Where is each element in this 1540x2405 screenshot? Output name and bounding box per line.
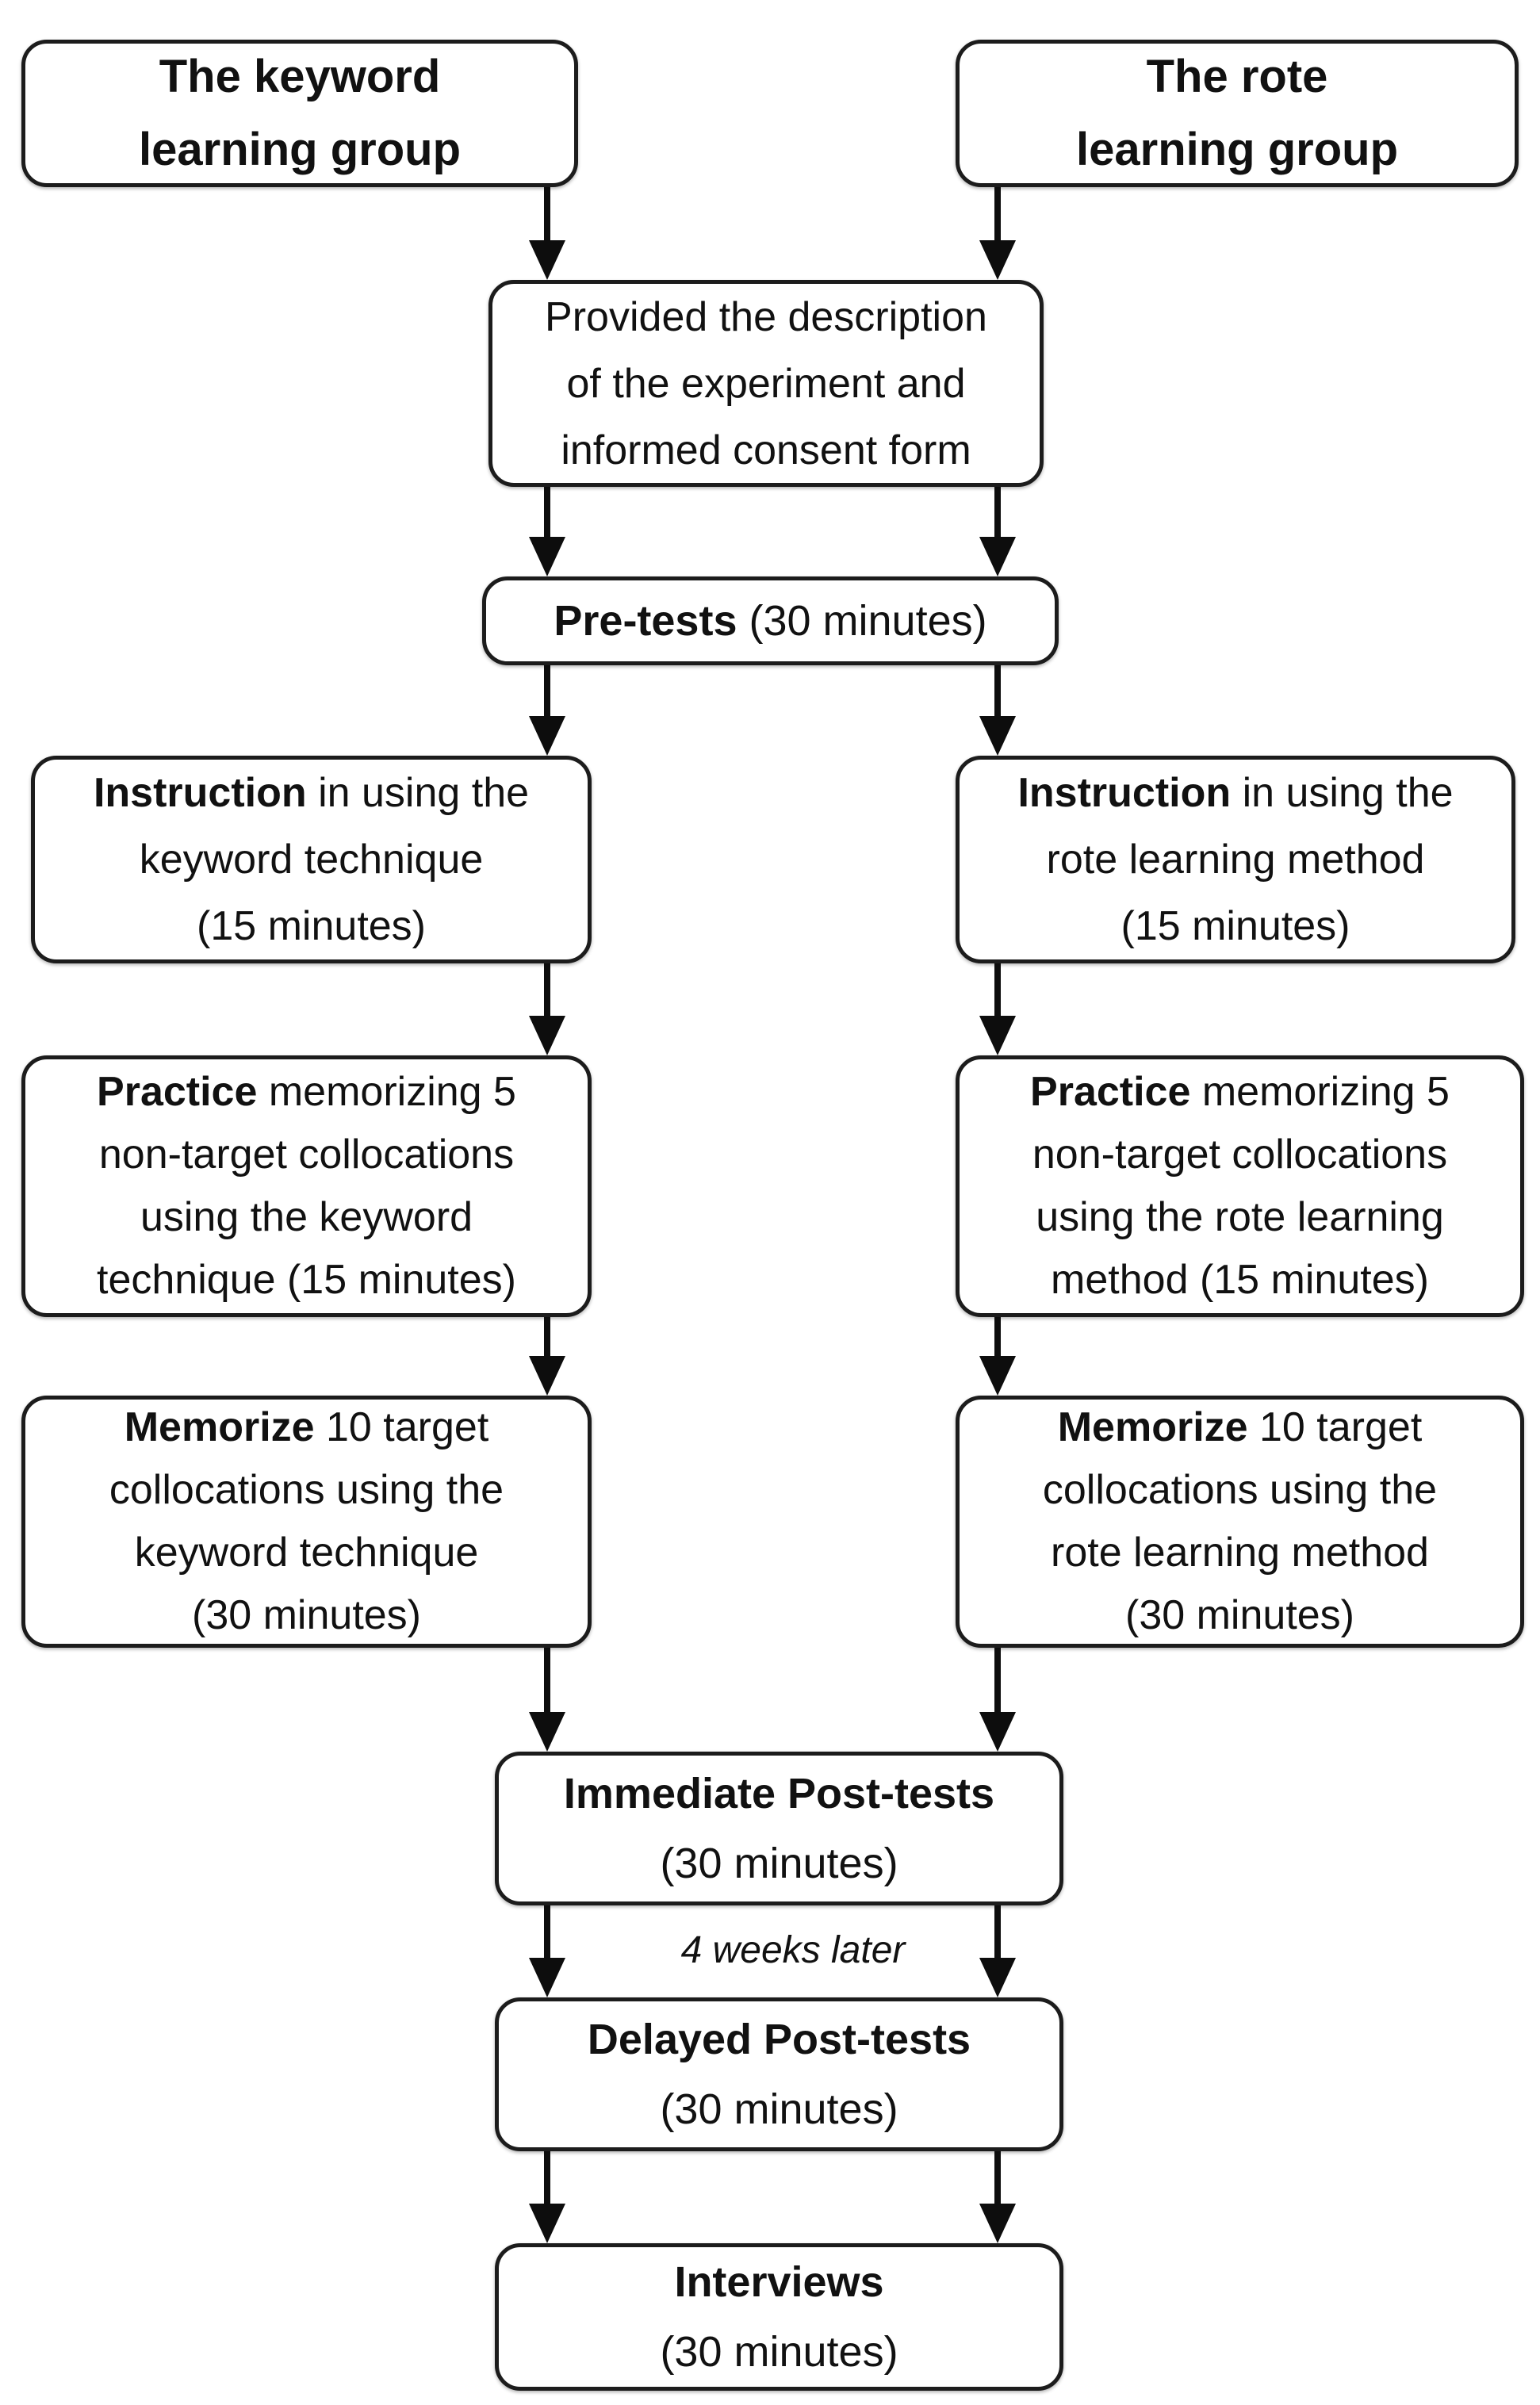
- node-pre-tests: Pre-tests (30 minutes): [482, 576, 1059, 665]
- text-line: (30 minutes): [660, 2328, 898, 2376]
- text-bold-segment: Instruction: [1017, 770, 1232, 816]
- text-line: Memorize 10 target: [125, 1396, 489, 1459]
- arrow-head-icon: [529, 537, 565, 576]
- arrow-head-icon: [529, 716, 565, 756]
- node-practice-rote: Practice memorizing 5 non-target colloca…: [956, 1055, 1524, 1317]
- text-line: Delayed Post-tests: [587, 2016, 971, 2063]
- text-segment: in using the: [1231, 770, 1454, 816]
- text-line: method (15 minutes): [1051, 1257, 1429, 1303]
- arrow-head-icon: [979, 716, 1016, 756]
- arrow-head-icon: [979, 2204, 1016, 2243]
- text-line: keyword technique: [139, 837, 484, 883]
- node-instruction-keyword: Instruction in using the keyword techniq…: [31, 756, 592, 963]
- text-line: learning group: [1076, 124, 1398, 175]
- text-line: rote learning method: [1046, 837, 1425, 883]
- text-bold-segment: Memorize: [1057, 1404, 1248, 1450]
- node-memorize-keyword: Memorize 10 target collocations using th…: [21, 1396, 592, 1648]
- text-segment: memorizing 5: [1190, 1069, 1450, 1115]
- text-line: (30 minutes): [660, 1840, 898, 1887]
- text-segment: 10 target: [1247, 1404, 1423, 1450]
- text-segment: in using the: [306, 770, 530, 816]
- text-bold-segment: Practice: [1030, 1069, 1191, 1115]
- text-bold-segment: Pre-tests: [554, 597, 737, 645]
- text-bold-segment: Memorize: [124, 1404, 315, 1450]
- arrow-head-icon: [529, 1356, 565, 1396]
- text-line: (30 minutes): [1125, 1592, 1354, 1638]
- node-practice-keyword: Practice memorizing 5 non-target colloca…: [21, 1055, 592, 1317]
- text-line: Provided the description: [545, 293, 987, 340]
- text-line: (30 minutes): [192, 1592, 421, 1638]
- node-delayed-post-tests: Delayed Post-tests (30 minutes): [495, 1997, 1063, 2151]
- text-line: technique (15 minutes): [97, 1257, 516, 1303]
- node-instruction-rote: Instruction in using the rote learning m…: [956, 756, 1515, 963]
- arrow-head-icon: [529, 240, 565, 280]
- text-line: rote learning method: [1051, 1530, 1429, 1576]
- text-segment: memorizing 5: [257, 1069, 516, 1115]
- arrow-head-icon: [979, 1958, 1016, 1997]
- text-segment: 10 target: [314, 1404, 489, 1450]
- text-line: Memorize 10 target: [1058, 1396, 1423, 1459]
- text-line: Instruction in using the: [1017, 760, 1453, 826]
- arrow-head-icon: [529, 1958, 565, 1997]
- arrow-head-icon: [529, 1016, 565, 1055]
- node-rote-learning-group: The rote learning group: [956, 40, 1519, 187]
- text-line: The rote: [1146, 51, 1328, 102]
- arrow-head-icon: [979, 240, 1016, 280]
- text-line: The keyword: [159, 51, 441, 102]
- text-line: using the keyword: [140, 1194, 473, 1240]
- arrow-head-icon: [529, 2204, 565, 2243]
- text-segment: (30 minutes): [737, 597, 987, 645]
- text-bold-segment: Practice: [97, 1069, 258, 1115]
- text-line: of the experiment and: [566, 360, 966, 407]
- arrow-head-icon: [979, 537, 1016, 576]
- text-line: collocations using the: [1042, 1467, 1438, 1513]
- text-line: Pre-tests (30 minutes): [554, 586, 986, 656]
- text-line: Interviews: [674, 2258, 884, 2306]
- text-line: keyword technique: [134, 1530, 479, 1576]
- text-line: learning group: [139, 124, 461, 175]
- annotation-4-weeks-later: 4 weeks later: [680, 1929, 906, 1971]
- text-line: using the rote learning: [1036, 1194, 1444, 1240]
- arrow-head-icon: [979, 1356, 1016, 1396]
- text-line: informed consent form: [561, 427, 971, 473]
- text-line: (15 minutes): [1121, 903, 1350, 949]
- node-consent-form: Provided the description of the experime…: [488, 280, 1044, 487]
- text-line: Instruction in using the: [94, 760, 529, 826]
- text-line: collocations using the: [109, 1467, 504, 1513]
- node-memorize-rote: Memorize 10 target collocations using th…: [956, 1396, 1524, 1648]
- node-keyword-learning-group: The keyword learning group: [21, 40, 578, 187]
- text-line: Practice memorizing 5: [97, 1061, 516, 1124]
- arrow-head-icon: [979, 1712, 1016, 1752]
- arrow-head-icon: [529, 1712, 565, 1752]
- node-immediate-post-tests: Immediate Post-tests (30 minutes): [495, 1752, 1063, 1905]
- text-line: Immediate Post-tests: [563, 1770, 995, 1817]
- text-line: non-target collocations: [1032, 1132, 1448, 1178]
- text-line: (30 minutes): [660, 2085, 898, 2133]
- text-line: (15 minutes): [197, 903, 426, 949]
- node-interviews: Interviews (30 minutes): [495, 2243, 1063, 2391]
- arrow-head-icon: [979, 1016, 1016, 1055]
- text-line: Practice memorizing 5: [1030, 1061, 1450, 1124]
- text-line: non-target collocations: [98, 1132, 515, 1178]
- text-bold-segment: Instruction: [93, 770, 307, 816]
